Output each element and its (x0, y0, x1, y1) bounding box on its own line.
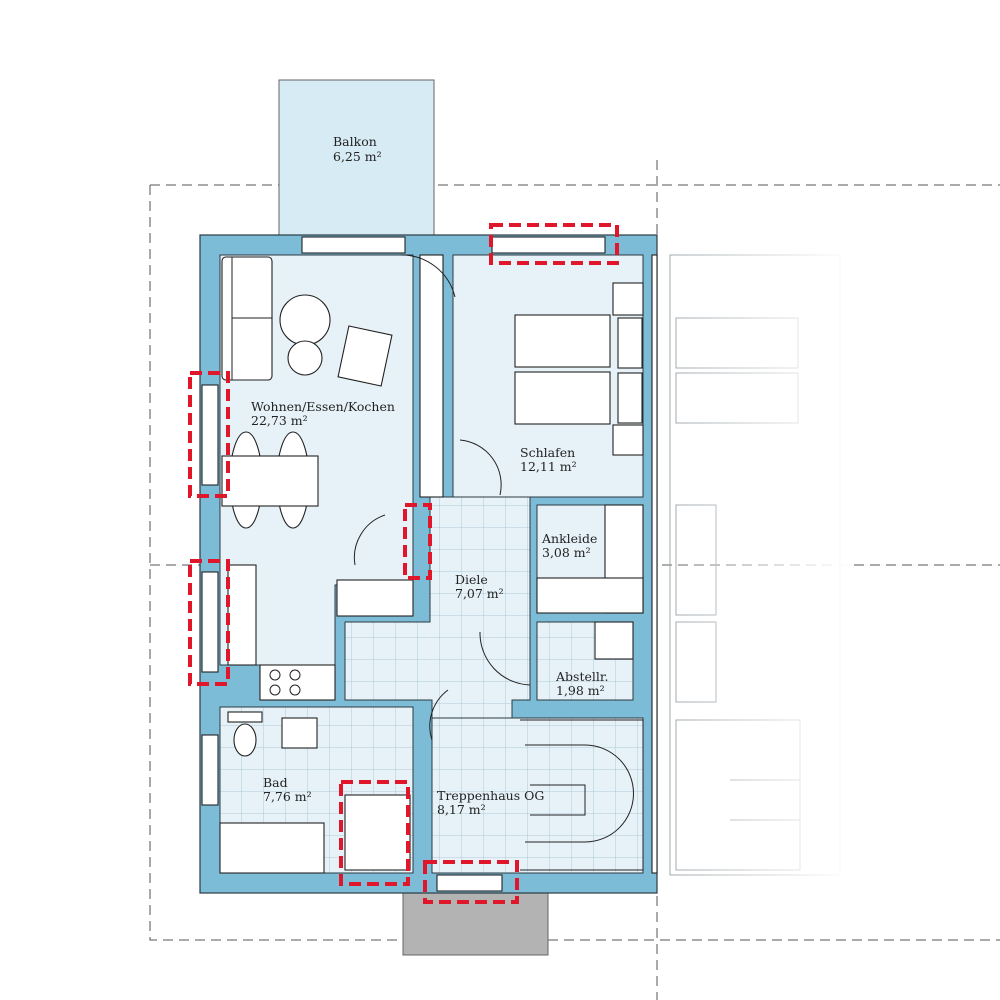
label-diele-area: 7,07 m² (455, 586, 504, 601)
room-treppenhaus (431, 717, 644, 874)
label-ankleide-area: 3,08 m² (542, 545, 591, 560)
label-abstellr-name: Abstellr. (555, 669, 608, 684)
label-wohnen-name: Wohnen/Essen/Kochen (251, 399, 395, 414)
furniture (219, 254, 644, 874)
windows (201, 236, 658, 892)
label-balkon-name: Balkon (333, 134, 377, 149)
label-bad-area: 7,76 m² (263, 789, 312, 804)
neighbour-unit (660, 230, 850, 910)
balcony (278, 79, 435, 237)
label-schlafen-area: 12,11 m² (520, 459, 577, 474)
label-diele-name: Diele (455, 572, 488, 587)
label-balkon-area: 6,25 m² (333, 149, 382, 164)
label-ankleide-name: Ankleide (541, 531, 597, 546)
label-bad-name: Bad (263, 775, 288, 790)
property-outline (149, 160, 1000, 1000)
label-treppenhaus-name: Treppenhaus OG (437, 788, 544, 803)
label-schlafen-name: Schlafen (520, 445, 575, 460)
highlight-markers (188, 223, 619, 904)
label-wohnen-area: 22,73 m² (251, 413, 308, 428)
label-treppenhaus-area: 8,17 m² (437, 802, 486, 817)
label-abstellr-area: 1,98 m² (556, 683, 605, 698)
